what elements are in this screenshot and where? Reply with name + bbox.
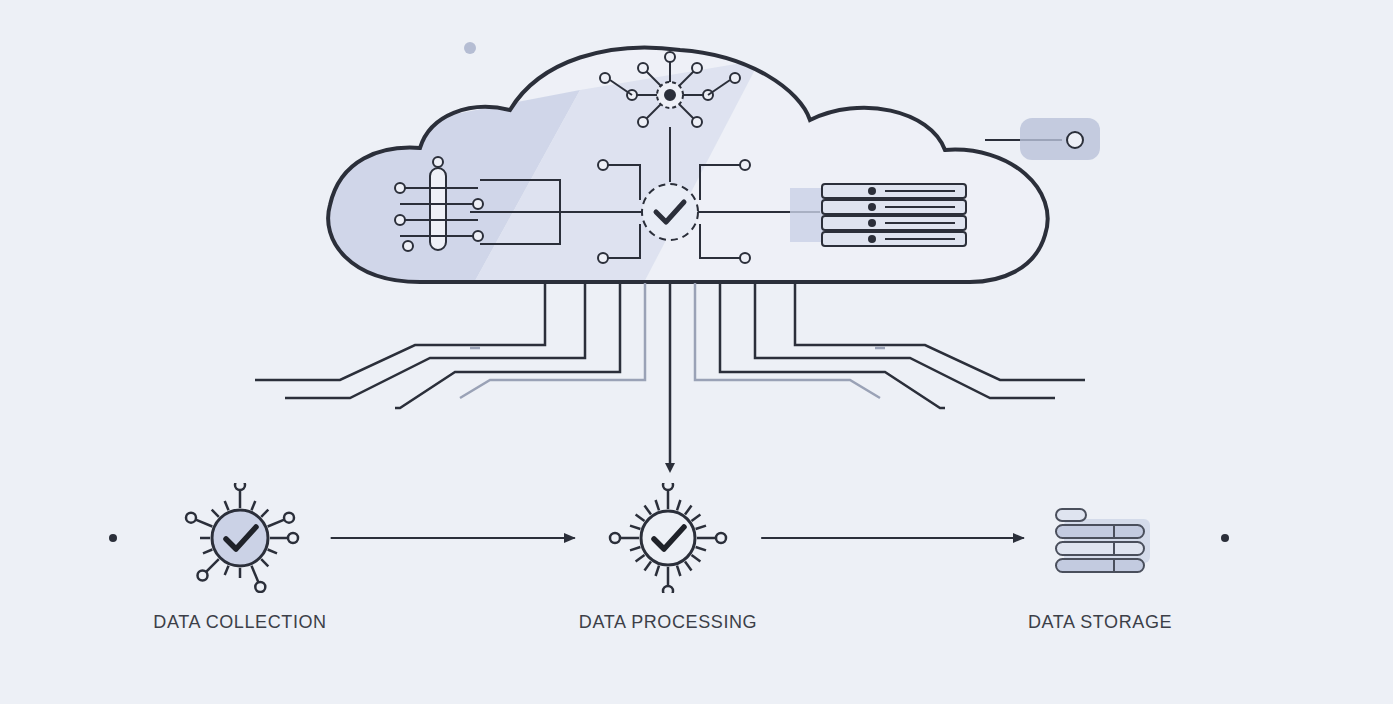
node-icon: [1030, 483, 1170, 593]
node-label: DATA COLLECTION: [153, 611, 326, 633]
flow-arrow: [761, 537, 1024, 539]
icon-node: DATA PROCESSING: [579, 483, 757, 633]
cloud-wires: [470, 160, 820, 263]
node-label: DATA PROCESSING: [579, 611, 757, 633]
cloud-shade: [470, 60, 760, 290]
icon-node: DATA COLLECTION: [153, 483, 326, 633]
flow-arrow: [331, 537, 575, 539]
node-icon: [598, 483, 738, 593]
network-icon: [600, 52, 740, 182]
cloud-outline: [328, 48, 1048, 283]
down-arrow: [669, 283, 672, 468]
device-icon: [985, 118, 1100, 160]
deco-dot: [464, 42, 476, 54]
icon-node: DATA STORAGE: [1028, 483, 1172, 633]
circuit-icon: [395, 157, 483, 251]
node-label: DATA STORAGE: [1028, 611, 1172, 633]
check-icon: [642, 184, 698, 240]
server-icon: [790, 184, 966, 246]
node-icon: [170, 483, 310, 593]
